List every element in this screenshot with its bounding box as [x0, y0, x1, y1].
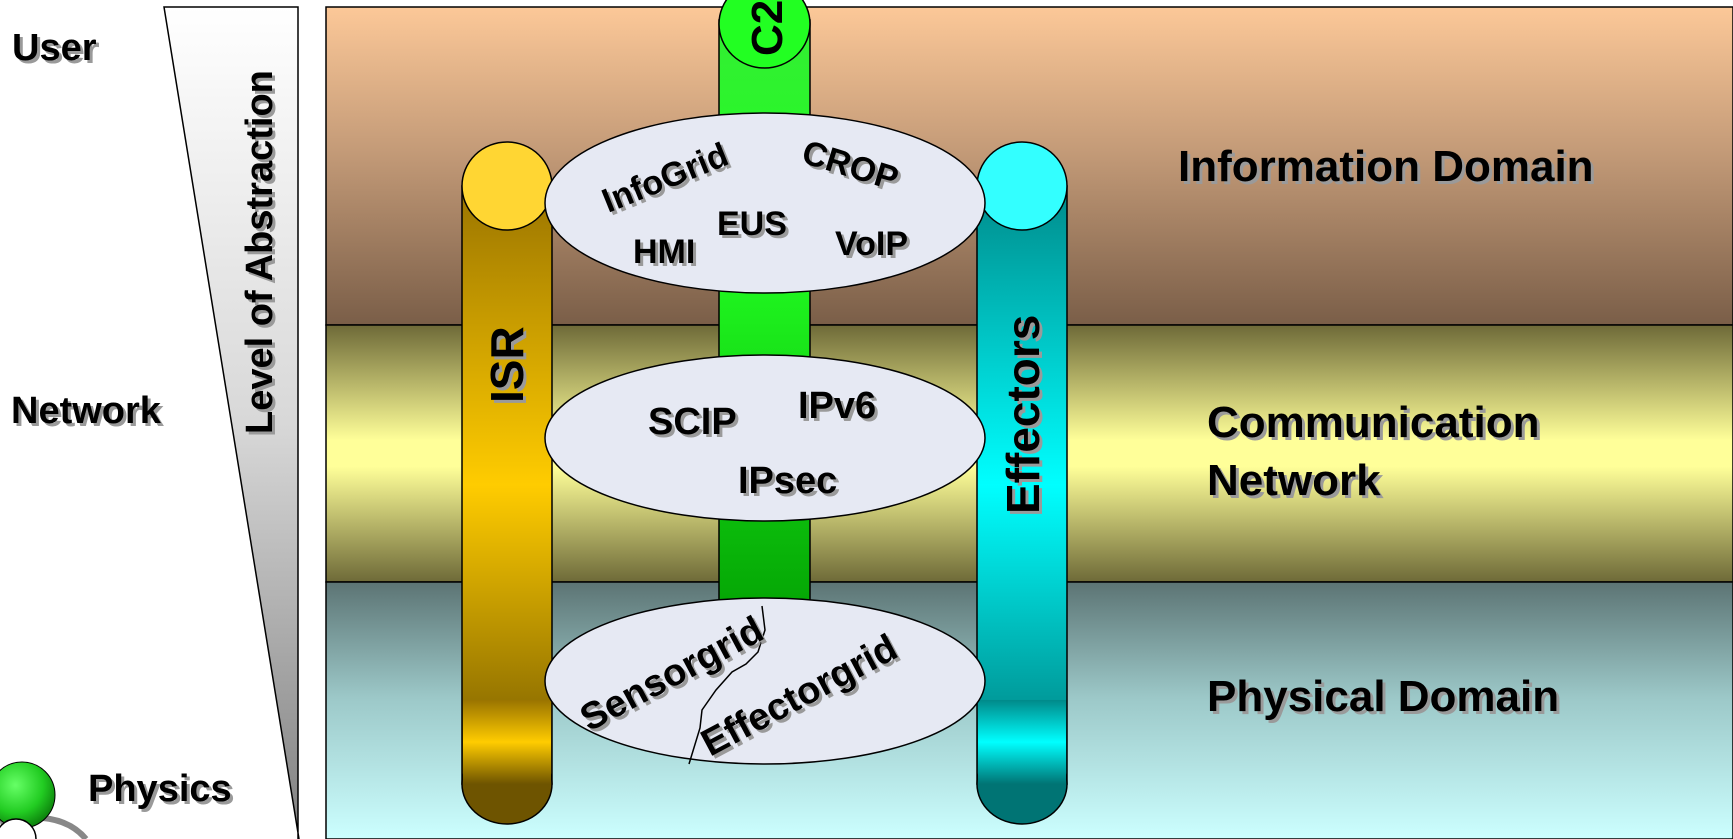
- svg-text:Network: Network: [14, 393, 165, 435]
- svg-text:Network: Network: [1210, 459, 1384, 508]
- physical-domain-label: Physical Domain: [1207, 672, 1559, 721]
- hmi-label: HMI: [633, 233, 695, 271]
- svg-text:ISR: ISR: [484, 329, 536, 406]
- svg-text:Level of Abstraction: Level of Abstraction: [242, 73, 284, 437]
- communication-label-line2: Network: [1207, 456, 1381, 505]
- scip-label: SCIP: [648, 401, 737, 443]
- effectors-pillar: [976, 185, 1068, 785]
- svg-text:Effectors: Effectors: [1000, 318, 1052, 517]
- physical-ellipse: [544, 597, 986, 765]
- c2-label: C2: [743, 0, 792, 56]
- svg-text:IPsec: IPsec: [741, 463, 840, 505]
- ipv6-label: IPv6: [798, 385, 876, 427]
- svg-text:EUS: EUS: [720, 208, 790, 246]
- communication-label-line1: Communication: [1207, 398, 1539, 447]
- svg-text:IPv6: IPv6: [801, 388, 879, 430]
- isr-pillar: [461, 185, 553, 785]
- isr-label: ISR: [481, 326, 533, 403]
- svg-text:HMI: HMI: [636, 236, 698, 274]
- svg-text:Information Domain: Information Domain: [1181, 145, 1597, 194]
- information-domain-label: Information Domain: [1178, 142, 1594, 191]
- svg-text:Physics: Physics: [91, 771, 235, 813]
- c2-pillar-cap: [718, 0, 811, 69]
- effectors-pillar-cap: [976, 141, 1068, 231]
- network-ellipse: [544, 354, 986, 522]
- network-label: Network: [11, 390, 162, 432]
- user-label-shadow: User: [15, 30, 100, 72]
- effectors-label: Effectors: [997, 315, 1049, 514]
- abstraction-wedge: [163, 6, 300, 839]
- ipsec-label: IPsec: [738, 460, 837, 502]
- voip-label: VoIP: [835, 225, 908, 263]
- grid-divider-line: [688, 605, 766, 765]
- isr-pillar-cap: [461, 141, 553, 231]
- eus-label: EUS: [717, 205, 787, 243]
- information-ellipse: [544, 112, 986, 294]
- svg-text:Communication: Communication: [1210, 401, 1542, 450]
- svg-text:VoIP: VoIP: [838, 228, 911, 266]
- user-label: User: [12, 27, 97, 69]
- svg-text:Physical Domain: Physical Domain: [1210, 675, 1562, 724]
- svg-text:SCIP: SCIP: [651, 404, 740, 446]
- physics-label: Physics: [88, 768, 232, 810]
- abstraction-label: Level of Abstraction: [239, 70, 281, 434]
